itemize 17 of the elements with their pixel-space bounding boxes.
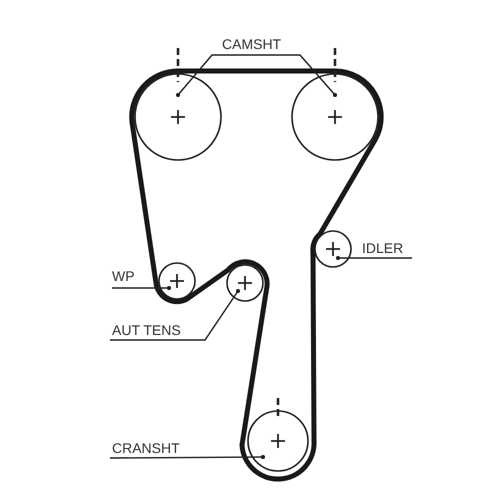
pulley [158,262,196,300]
leader-line [256,54,338,98]
pulley [314,230,352,268]
part-label: CAMSHT [222,36,282,52]
part-label: IDLER [362,240,404,256]
pulley [134,73,222,161]
pulley [247,410,309,472]
leader-line [336,256,412,260]
leader-line [110,454,266,460]
pulley [226,264,264,302]
leader-line [176,54,256,98]
leader-line [112,286,172,290]
part-label: AUT TENS [112,322,181,338]
leader-line [110,288,240,341]
part-label: CRANSHT [112,440,180,456]
pulley [291,73,379,161]
part-label: WP [112,268,135,284]
